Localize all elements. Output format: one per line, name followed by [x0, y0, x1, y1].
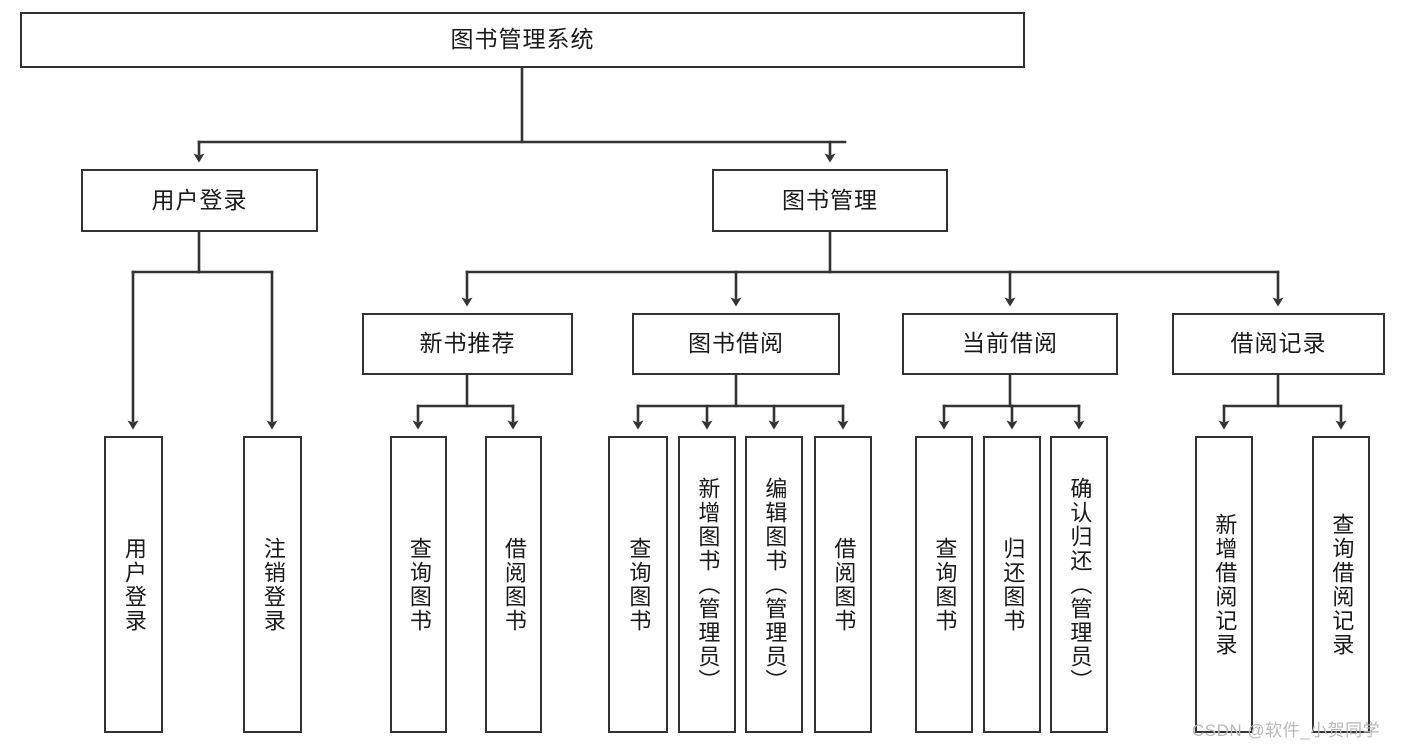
node-leaf-borrow-book-1-label: 借阅图书	[501, 536, 527, 633]
node-leaf-query-book-3-label: 查询图书	[932, 536, 958, 633]
node-user-login[interactable]: 用户登录	[81, 169, 318, 232]
node-leaf-query-book-3[interactable]: 查询图书	[915, 436, 973, 733]
node-leaf-query-book-1[interactable]: 查询图书	[390, 436, 447, 733]
node-root[interactable]: 图书管理系统	[20, 12, 1025, 68]
node-leaf-edit-book-admin-label: 编辑图书（管理员）	[762, 476, 788, 693]
node-leaf-query-book-1-label: 查询图书	[406, 536, 432, 633]
csdn-watermark: CSDN @软件_小贺同学	[1192, 721, 1381, 740]
node-new-book-recommend[interactable]: 新书推荐	[362, 313, 573, 375]
node-book-borrow[interactable]: 图书借阅	[632, 313, 840, 375]
node-leaf-return-book[interactable]: 归还图书	[983, 436, 1041, 733]
node-user-login-label: 用户登录	[151, 186, 248, 213]
node-leaf-user-logout-label: 注销登录	[260, 536, 286, 633]
node-leaf-user-logout[interactable]: 注销登录	[243, 436, 302, 733]
node-book-borrow-label: 图书借阅	[688, 330, 784, 357]
node-current-borrow-label: 当前借阅	[962, 330, 1058, 357]
node-leaf-add-book-admin-label: 新增图书（管理员）	[695, 476, 721, 693]
node-book-manage[interactable]: 图书管理	[712, 169, 948, 232]
node-new-book-recommend-label: 新书推荐	[419, 330, 516, 357]
node-leaf-user-login-label: 用户登录	[121, 536, 147, 633]
node-borrow-record-label: 借阅记录	[1230, 330, 1327, 357]
node-leaf-add-borrow-record[interactable]: 新增借阅记录	[1195, 436, 1253, 733]
node-leaf-user-login[interactable]: 用户登录	[104, 436, 163, 733]
node-leaf-query-borrow-record-label: 查询借阅记录	[1329, 512, 1355, 657]
node-leaf-borrow-book-1[interactable]: 借阅图书	[485, 436, 542, 733]
node-leaf-add-borrow-record-label: 新增借阅记录	[1212, 512, 1238, 657]
node-leaf-query-borrow-record[interactable]: 查询借阅记录	[1312, 436, 1370, 733]
node-borrow-record[interactable]: 借阅记录	[1172, 313, 1385, 375]
node-leaf-query-book-2[interactable]: 查询图书	[608, 436, 668, 733]
node-leaf-borrow-book-2[interactable]: 借阅图书	[814, 436, 872, 733]
node-leaf-query-book-2-label: 查询图书	[626, 536, 652, 633]
node-leaf-return-book-label: 归还图书	[1000, 536, 1026, 633]
node-leaf-borrow-book-2-label: 借阅图书	[831, 536, 857, 633]
node-root-label: 图书管理系统	[450, 26, 595, 53]
node-leaf-confirm-return-admin[interactable]: 确认归还（管理员）	[1050, 436, 1108, 733]
node-leaf-add-book-admin[interactable]: 新增图书（管理员）	[678, 436, 736, 733]
node-leaf-confirm-return-admin-label: 确认归还（管理员）	[1067, 476, 1093, 693]
node-current-borrow[interactable]: 当前借阅	[902, 313, 1118, 375]
node-leaf-edit-book-admin[interactable]: 编辑图书（管理员）	[745, 436, 803, 733]
node-book-manage-label: 图书管理	[782, 186, 878, 213]
